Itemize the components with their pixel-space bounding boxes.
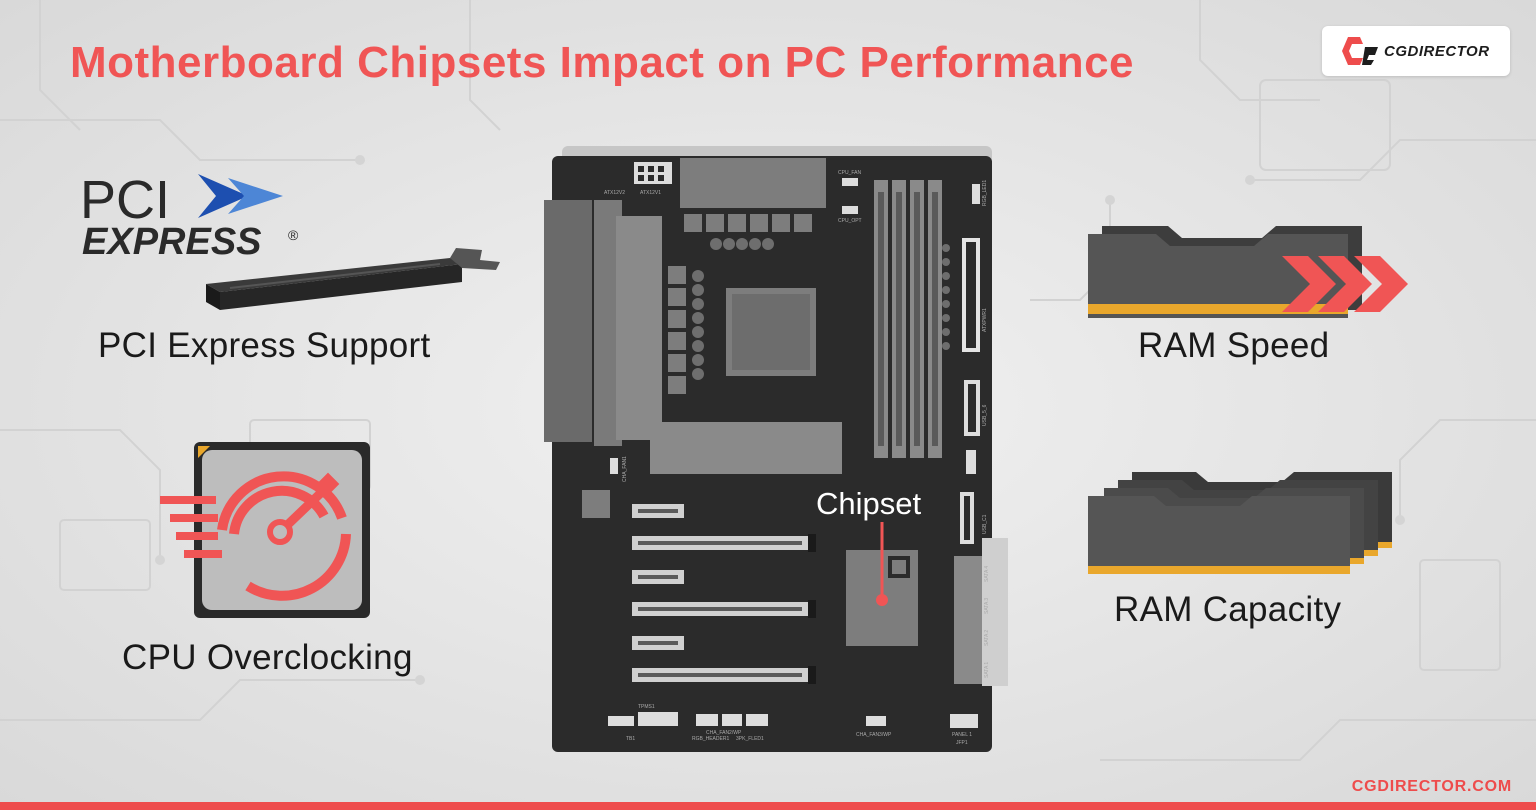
board-label-usb-c: USB_C1 bbox=[982, 514, 988, 534]
ram-capacity-icon bbox=[1088, 472, 1392, 574]
pcie-logo-express: EXPRESS bbox=[82, 221, 262, 263]
ram-capacity-label: RAM Capacity bbox=[1114, 590, 1342, 629]
board-label-cpu-opt: CPU_OPT bbox=[838, 218, 862, 224]
board-label-cpu-fan: CPU_FAN bbox=[838, 170, 861, 176]
ram-speed-icon bbox=[1088, 226, 1408, 318]
board-label-panel: PANEL 1 bbox=[952, 732, 972, 738]
pcie-registered-mark: ® bbox=[288, 227, 299, 243]
board-label-atxpwr: ATXPWR1 bbox=[982, 308, 988, 332]
board-label-sata4: SATA 4 bbox=[984, 566, 990, 582]
bottom-accent-bar bbox=[0, 802, 1536, 810]
cpu-gauge-icon bbox=[160, 442, 370, 618]
pcie-chevron-icon bbox=[198, 174, 283, 218]
cpu-overclocking-label: CPU Overclocking bbox=[122, 638, 413, 677]
ram-speed-label: RAM Speed bbox=[1138, 326, 1330, 365]
board-label-rgb-header: RGB_HEADER1 bbox=[692, 736, 729, 742]
pcie-support-label: PCI Express Support bbox=[98, 326, 431, 365]
board-label-atx12v1: ATX12V1 bbox=[640, 190, 661, 196]
chipset-label: Chipset bbox=[816, 486, 922, 521]
pcie-logo-pci: PCI bbox=[80, 170, 170, 230]
page-title: Motherboard Chipsets Impact on PC Perfor… bbox=[70, 38, 1135, 87]
speed-chevrons-icon bbox=[1282, 256, 1408, 312]
board-label-sata3: SATA 3 bbox=[984, 598, 990, 614]
board-label-argb: 3PK_FLED1 bbox=[736, 736, 764, 742]
board-label-usb: USB_5_6 bbox=[982, 404, 988, 426]
chipset-pointer-dot bbox=[876, 594, 888, 606]
cgdirector-logo: CGDIRECTOR bbox=[1322, 26, 1510, 76]
board-label-atx12v2: ATX12V2 bbox=[604, 190, 625, 196]
board-label-rgb: RGB_LED1 bbox=[982, 180, 988, 206]
board-label-tb1: TB1 bbox=[626, 736, 635, 742]
website-url[interactable]: CGDIRECTOR.COM bbox=[1351, 778, 1512, 795]
board-label-jfp: JFP1 bbox=[956, 740, 968, 746]
cgdirector-logo-icon bbox=[1342, 37, 1378, 65]
board-label-cha-fan3: CHA_FAN3/WP bbox=[856, 732, 892, 738]
board-label-sata2: SATA 2 bbox=[984, 630, 990, 646]
board-label-cha-fan2: CHA_FAN2/WP bbox=[706, 730, 742, 736]
board-label-cha-fan1: CHA_FAN1 bbox=[622, 456, 628, 482]
board-label-sata1: SATA 1 bbox=[984, 662, 990, 678]
pcie-logo: PCI EXPRESS ® bbox=[80, 170, 299, 263]
pcie-slot-icon bbox=[206, 248, 500, 310]
logo-text: CGDIRECTOR bbox=[1384, 42, 1490, 60]
motherboard-illustration: ATX12V2 ATX12V1 CPU_FAN CPU_OPT bbox=[544, 146, 1008, 752]
board-label-tpm: TPMS1 bbox=[638, 704, 655, 710]
